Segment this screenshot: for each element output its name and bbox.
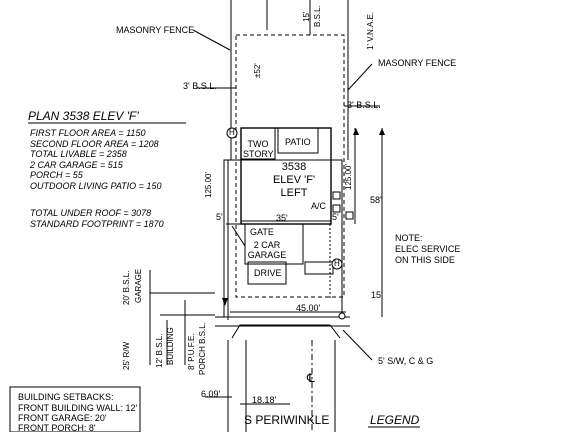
ac-pad — [304, 261, 334, 275]
elec-meter-a — [332, 191, 341, 200]
bsl-left-label: 3' B.S.L. — [183, 81, 217, 91]
bsl-12-label: 12' B.S.L. — [155, 333, 164, 368]
plan-title: PLAN 3538 ELEV 'F' — [28, 109, 139, 123]
dim-15-right-label: 15' — [371, 290, 383, 300]
masonry-fence-right-label: MASONRY FENCE — [378, 58, 457, 68]
arrow-58-top — [379, 128, 385, 135]
area-first-floor: FIRST FLOOR AREA = 1150 — [30, 128, 146, 138]
two-story-label: TWO STORY — [243, 139, 274, 159]
bsl-top-label: B.S.L. — [313, 5, 322, 27]
hydrant-a-label: H — [229, 128, 235, 137]
dim-125-left-label: 125.00' — [204, 172, 213, 198]
dim-58-label: 58' — [370, 195, 382, 205]
elev-label: ELEV 'F' — [272, 174, 316, 186]
area-second-floor: SECOND FLOOR AREA = 1208 — [30, 138, 159, 149]
note-line2: ON THIS SIDE — [395, 255, 455, 265]
legend-label: LEGEND — [370, 413, 420, 427]
dim-1818-label: 18.18' — [252, 395, 277, 405]
hydrant-a-circle — [226, 127, 238, 139]
corner-marker — [222, 298, 228, 306]
setbacks-box — [9, 386, 141, 432]
dim-35-label: 35' — [276, 213, 288, 223]
sewer-cleanout — [338, 312, 346, 320]
arrow-125-top — [353, 128, 359, 135]
setback-front-garage: FRONT GARAGE: 20' — [18, 413, 107, 423]
area-garage: 2 CAR GARAGE = 515 — [30, 159, 123, 170]
garage-vert-label: GARAGE — [134, 268, 143, 303]
setback-front-porch: FRONT PORCH: 8' — [18, 423, 96, 433]
vnae-label: 1' V.N.A.E. — [366, 11, 375, 50]
note-title: NOTE: — [395, 233, 423, 243]
setback-envelope — [235, 34, 345, 298]
gate-swing — [231, 225, 246, 247]
setbacks-title: BUILDING SETBACKS: — [18, 392, 114, 402]
street-name: S PERIWINKLE — [244, 413, 330, 427]
area-total-livable: TOTAL LIVABLE = 2358 — [30, 149, 127, 159]
two-story-box — [240, 127, 276, 160]
roof-list: TOTAL UNDER ROOF = 3078 STANDARD FOOTPRI… — [30, 208, 164, 229]
plan-number-label: 3538 — [281, 161, 307, 173]
gate-label: GATE — [250, 227, 274, 237]
setback-front-wall: FRONT BUILDING WALL: 12' — [18, 403, 138, 413]
dim-5-right-label: 5' — [332, 212, 339, 222]
patio-box — [277, 127, 319, 154]
hydrant-b-circle — [331, 258, 343, 270]
garage-label: 2 CAR GARAGE — [247, 240, 287, 260]
elec-meter-c — [345, 211, 354, 220]
elec-meter-b — [332, 204, 341, 213]
ac-label: A/C — [311, 201, 327, 211]
total-under-roof: TOTAL UNDER ROOF = 3078 — [30, 208, 152, 218]
dim-52-label: ±52' — [253, 63, 262, 78]
building-vert-label: BUILDING — [166, 327, 175, 365]
masonry-fence-label: MASONRY FENCE — [116, 25, 195, 35]
dim-125-right-label: 125.00' — [344, 164, 353, 190]
area-porch: PORCH = 55 — [30, 170, 83, 180]
leader-fence-right — [347, 63, 373, 91]
dim-45-label: 45.00' — [296, 303, 321, 313]
note-line1: ELEC SERVICE — [395, 244, 461, 254]
centerline-symbol: ℄ — [307, 371, 315, 385]
driveway-apron — [231, 324, 341, 339]
bsl-20-label: 20' B.S.L. — [122, 270, 131, 305]
drive-label: DRIVE — [254, 268, 282, 278]
patio-label: PATIO — [285, 137, 311, 147]
bsl-right-label: 3' B.S.L. — [347, 100, 381, 110]
dim-5-left-label: 5' — [216, 212, 223, 222]
leader-sidewalk — [342, 329, 373, 361]
garage-box — [244, 223, 304, 265]
pufe-8-label: 8' P.U.F.E. — [187, 333, 196, 370]
porch-bsl-label: PORCH B.S.L. — [198, 322, 207, 375]
left-label: LEFT — [280, 187, 308, 199]
standard-footprint: STANDARD FOOTPRINT = 1870 — [30, 218, 164, 229]
dim-609-label: 6.09' — [201, 389, 221, 399]
hydrant-b-label: H — [334, 259, 340, 268]
leader-fence-top — [192, 29, 231, 51]
area-list: FIRST FLOOR AREA = 1150 SECOND FLOOR ARE… — [30, 128, 161, 191]
sidewalk-label: 5' S/W, C & G — [378, 356, 434, 366]
dim-15-top-label: 15' — [302, 11, 311, 22]
drive-box — [247, 261, 287, 285]
area-patio: OUTDOOR LIVING PATIO = 150 — [30, 180, 162, 191]
rw-25-label: 25' R/W — [122, 341, 131, 370]
